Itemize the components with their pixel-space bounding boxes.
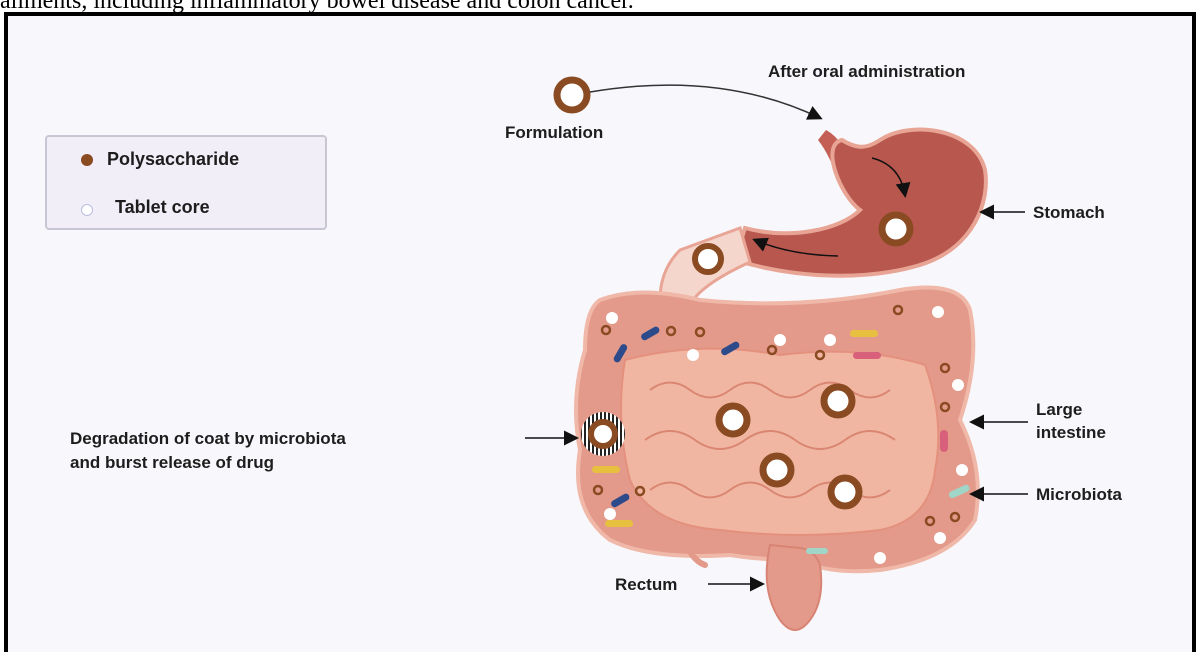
stomach-tablet-icon <box>882 215 910 243</box>
degradation-label-line2: and burst release of drug <box>70 453 274 472</box>
oral-route-arrow <box>590 85 820 118</box>
intestine-tablet-icon <box>763 456 791 484</box>
stomach-label: Stomach <box>1033 203 1105 222</box>
duodenum-tablet-icon <box>695 246 721 272</box>
degrading-tablet-icon <box>591 422 615 446</box>
formulation-label: Formulation <box>505 123 603 142</box>
intestine-tablet-icon <box>719 406 747 434</box>
large-intestine-label-line1: Large <box>1036 400 1082 419</box>
intestine-tablet-icon <box>831 478 859 506</box>
large-intestine-label-line2: intestine <box>1036 423 1106 442</box>
rectum <box>767 545 822 630</box>
stomach <box>735 130 986 276</box>
rectum-label: Rectum <box>615 575 677 594</box>
microbiota-label: Microbiota <box>1036 485 1122 504</box>
after-oral-label: After oral administration <box>768 62 965 81</box>
formulation-tablet-icon <box>557 80 587 110</box>
small-intestine <box>621 349 938 535</box>
intestine-tablet-icon <box>824 387 852 415</box>
degradation-label-line1: Degradation of coat by microbiota <box>70 429 346 448</box>
